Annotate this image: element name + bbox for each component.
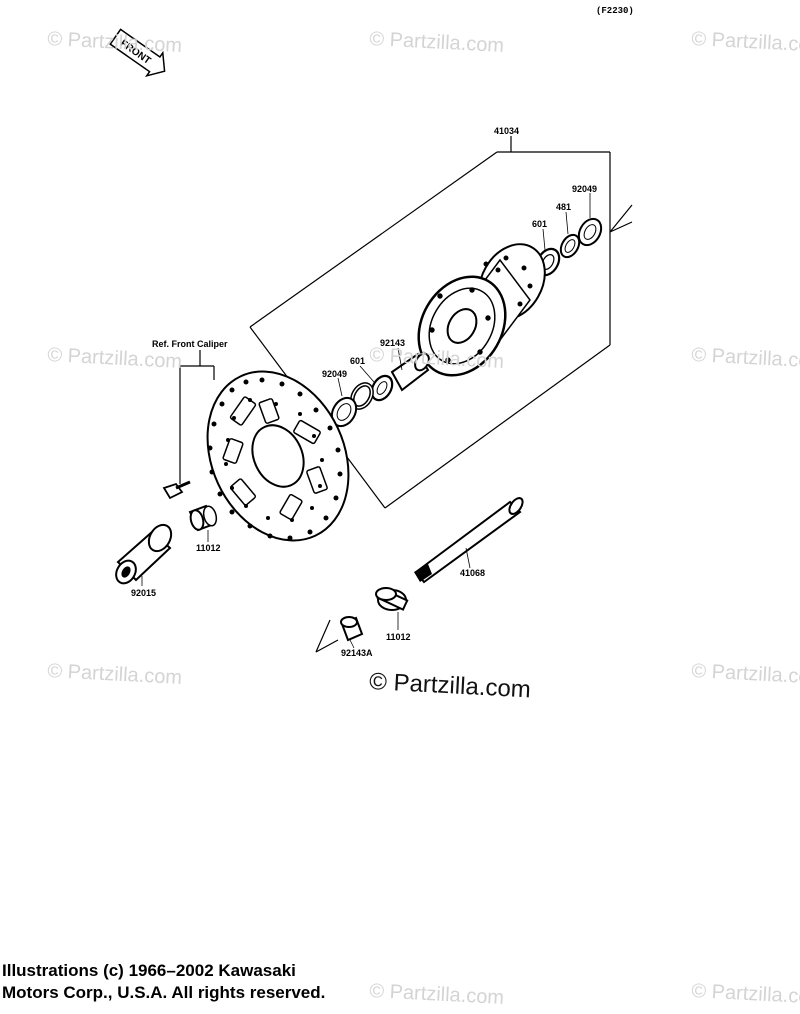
- copyright-notice: Illustrations (c) 1966–2002 Kawasaki Mot…: [2, 960, 325, 1004]
- caliper-bracket: [179, 350, 215, 484]
- part-label-601-left: 601: [350, 356, 366, 366]
- part-label-41034: 41034: [494, 126, 520, 136]
- part-label-92049-right: 92049: [572, 184, 598, 194]
- part-label-41068: 41068: [460, 568, 486, 578]
- spacer: [315, 616, 364, 653]
- part-label-92143: 92143: [380, 338, 406, 348]
- seal-481: [559, 211, 581, 259]
- part-label-ref-caliper: Ref. Front Caliper: [152, 339, 228, 349]
- seal-right: [577, 193, 603, 247]
- figure-code: (F2230): [596, 6, 634, 16]
- front-axle: [414, 497, 524, 584]
- copyright-line-1: Illustrations (c) 1966–2002 Kawasaki: [2, 961, 296, 980]
- wheel-hub: [417, 243, 546, 377]
- distance-collar: [390, 347, 430, 392]
- bearing-left: [359, 365, 394, 402]
- part-label-92049-left: 92049: [322, 369, 348, 379]
- part-label-11012-left: 11012: [196, 543, 221, 553]
- axle-collar: [115, 523, 173, 586]
- collar-right: [375, 587, 409, 630]
- part-label-481: 481: [556, 202, 572, 212]
- part-label-92015: 92015: [131, 588, 157, 598]
- collar-left: [188, 504, 218, 542]
- part-label-11012-right: 11012: [386, 632, 411, 642]
- brake-disc: [206, 370, 350, 542]
- part-label-92143A: 92143A: [341, 648, 373, 658]
- hub-assembly-bracket: [249, 136, 633, 509]
- part-label-601-right: 601: [532, 219, 548, 229]
- disc-bolt: [162, 480, 191, 500]
- copyright-line-2: Motors Corp., U.S.A. All rights reserved…: [2, 983, 326, 1002]
